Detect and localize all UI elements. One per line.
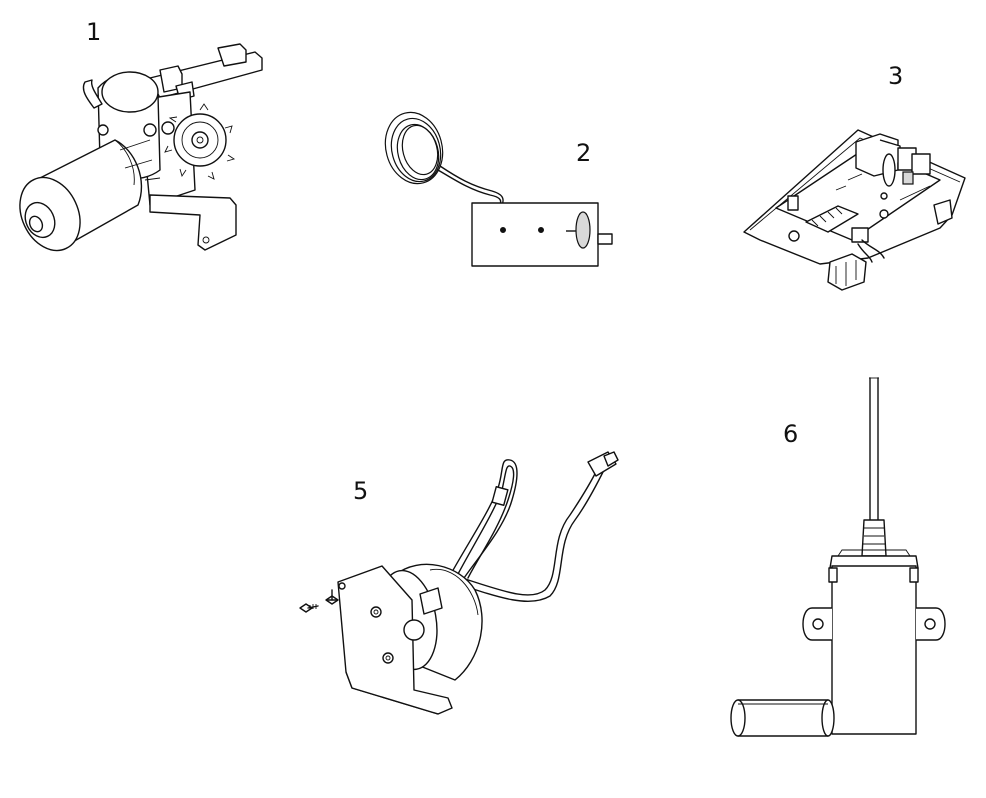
part-6-actuator: 6 — [730, 377, 946, 737]
part-5-drive-motor: 5 — [299, 451, 619, 715]
part-1-gear-motor: 1 — [19, 18, 263, 252]
part-2-sensor-module: 2 — [384, 111, 613, 267]
screw-icon — [299, 603, 319, 613]
part-5-number: 5 — [353, 477, 368, 505]
part-2-number: 2 — [576, 139, 591, 167]
part-3-control-board: 3 — [743, 62, 966, 291]
part-6-number: 6 — [783, 420, 798, 448]
part-1-number: 1 — [86, 18, 101, 46]
screw-icon — [325, 589, 339, 605]
part-3-number: 3 — [888, 62, 903, 90]
